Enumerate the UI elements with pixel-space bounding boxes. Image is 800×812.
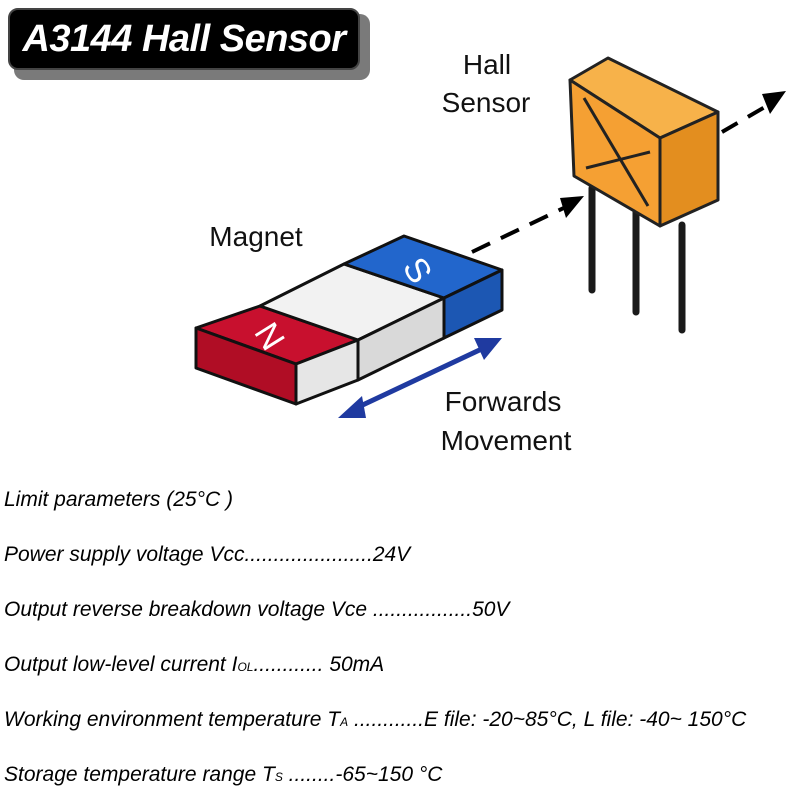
spec-heading: Limit parameters (25°C ) [4, 482, 800, 537]
spec-ta-dots: ............ [348, 708, 425, 731]
movement-arrowhead-left [338, 396, 366, 418]
label-sensor-line2: Sensor [442, 87, 531, 118]
spec-ta-subscript: A [340, 715, 349, 729]
title-badge: A3144 Hall Sensor [8, 8, 370, 80]
spec-ts-label: Storage temperature range T [4, 763, 275, 786]
spec-iol-label: Output low-level current I [4, 653, 238, 676]
spec-row-vcc: Power supply voltage Vcc................… [4, 537, 800, 592]
sensor-mark-2 [585, 150, 651, 170]
magnet [194, 234, 504, 406]
label-magnet: Magnet [209, 221, 303, 252]
arrowhead-to-sensor [560, 196, 584, 218]
magnet-side-south [442, 268, 504, 340]
label-forwards: Forwards [445, 386, 562, 417]
spec-vce-label: Output reverse breakdown voltage Vce [4, 598, 373, 621]
arrowhead-beyond-sensor [762, 91, 786, 114]
hall-sensor-diagram: N S Hall Sensor Magnet Forwards Movement [194, 49, 786, 456]
spec-vcc-dots: ...................... [244, 543, 373, 566]
movement-arrowhead-right [474, 338, 502, 360]
spec-iol-value: 50mA [329, 653, 385, 676]
sensor-legs [588, 184, 686, 334]
spec-ts-value: -65~150 °C [335, 763, 443, 786]
sensor-side-face [658, 110, 720, 228]
spec-ts-dots: ........ [282, 763, 336, 786]
label-hall-line1: Hall [463, 49, 511, 80]
spec-row-iol: Output low-level current IOL............… [4, 647, 800, 702]
spec-vce-value: 50V [472, 598, 510, 621]
dashed-path-beyond-sensor [720, 102, 772, 134]
spec-list: Limit parameters (25°C ) Power supply vo… [4, 482, 800, 812]
spec-vcc-value: 24V [372, 543, 411, 566]
sensor-mark-1 [582, 97, 650, 207]
page-title: A3144 Hall Sensor [22, 17, 346, 60]
spec-iol-dots: ............ [253, 653, 330, 676]
spec-vcc-label: Power supply voltage Vcc [4, 543, 245, 566]
spec-row-ts: Storage temperature range TS ........-65… [4, 757, 800, 812]
movement-arrow-shaft [350, 343, 490, 413]
spec-heading-text: Limit parameters (25°C ) [4, 488, 233, 511]
spec-ts-subscript: S [274, 770, 283, 784]
dashed-path-to-sensor [471, 203, 571, 254]
movement-double-arrow [338, 338, 502, 418]
spec-row-ta: Working environment temperature TA .....… [4, 702, 800, 757]
spec-iol-subscript: OL [237, 660, 254, 674]
title-box: A3144 Hall Sensor [8, 8, 360, 70]
hall-sensor-body [568, 56, 720, 228]
spec-vce-dots: ................. [372, 598, 473, 621]
label-movement: Movement [441, 425, 572, 456]
spec-row-vce: Output reverse breakdown voltage Vce ...… [4, 592, 800, 647]
spec-ta-value: E file: -20~85°C, L file: -40~ 150°C [424, 708, 747, 731]
spec-ta-label: Working environment temperature T [4, 708, 341, 731]
